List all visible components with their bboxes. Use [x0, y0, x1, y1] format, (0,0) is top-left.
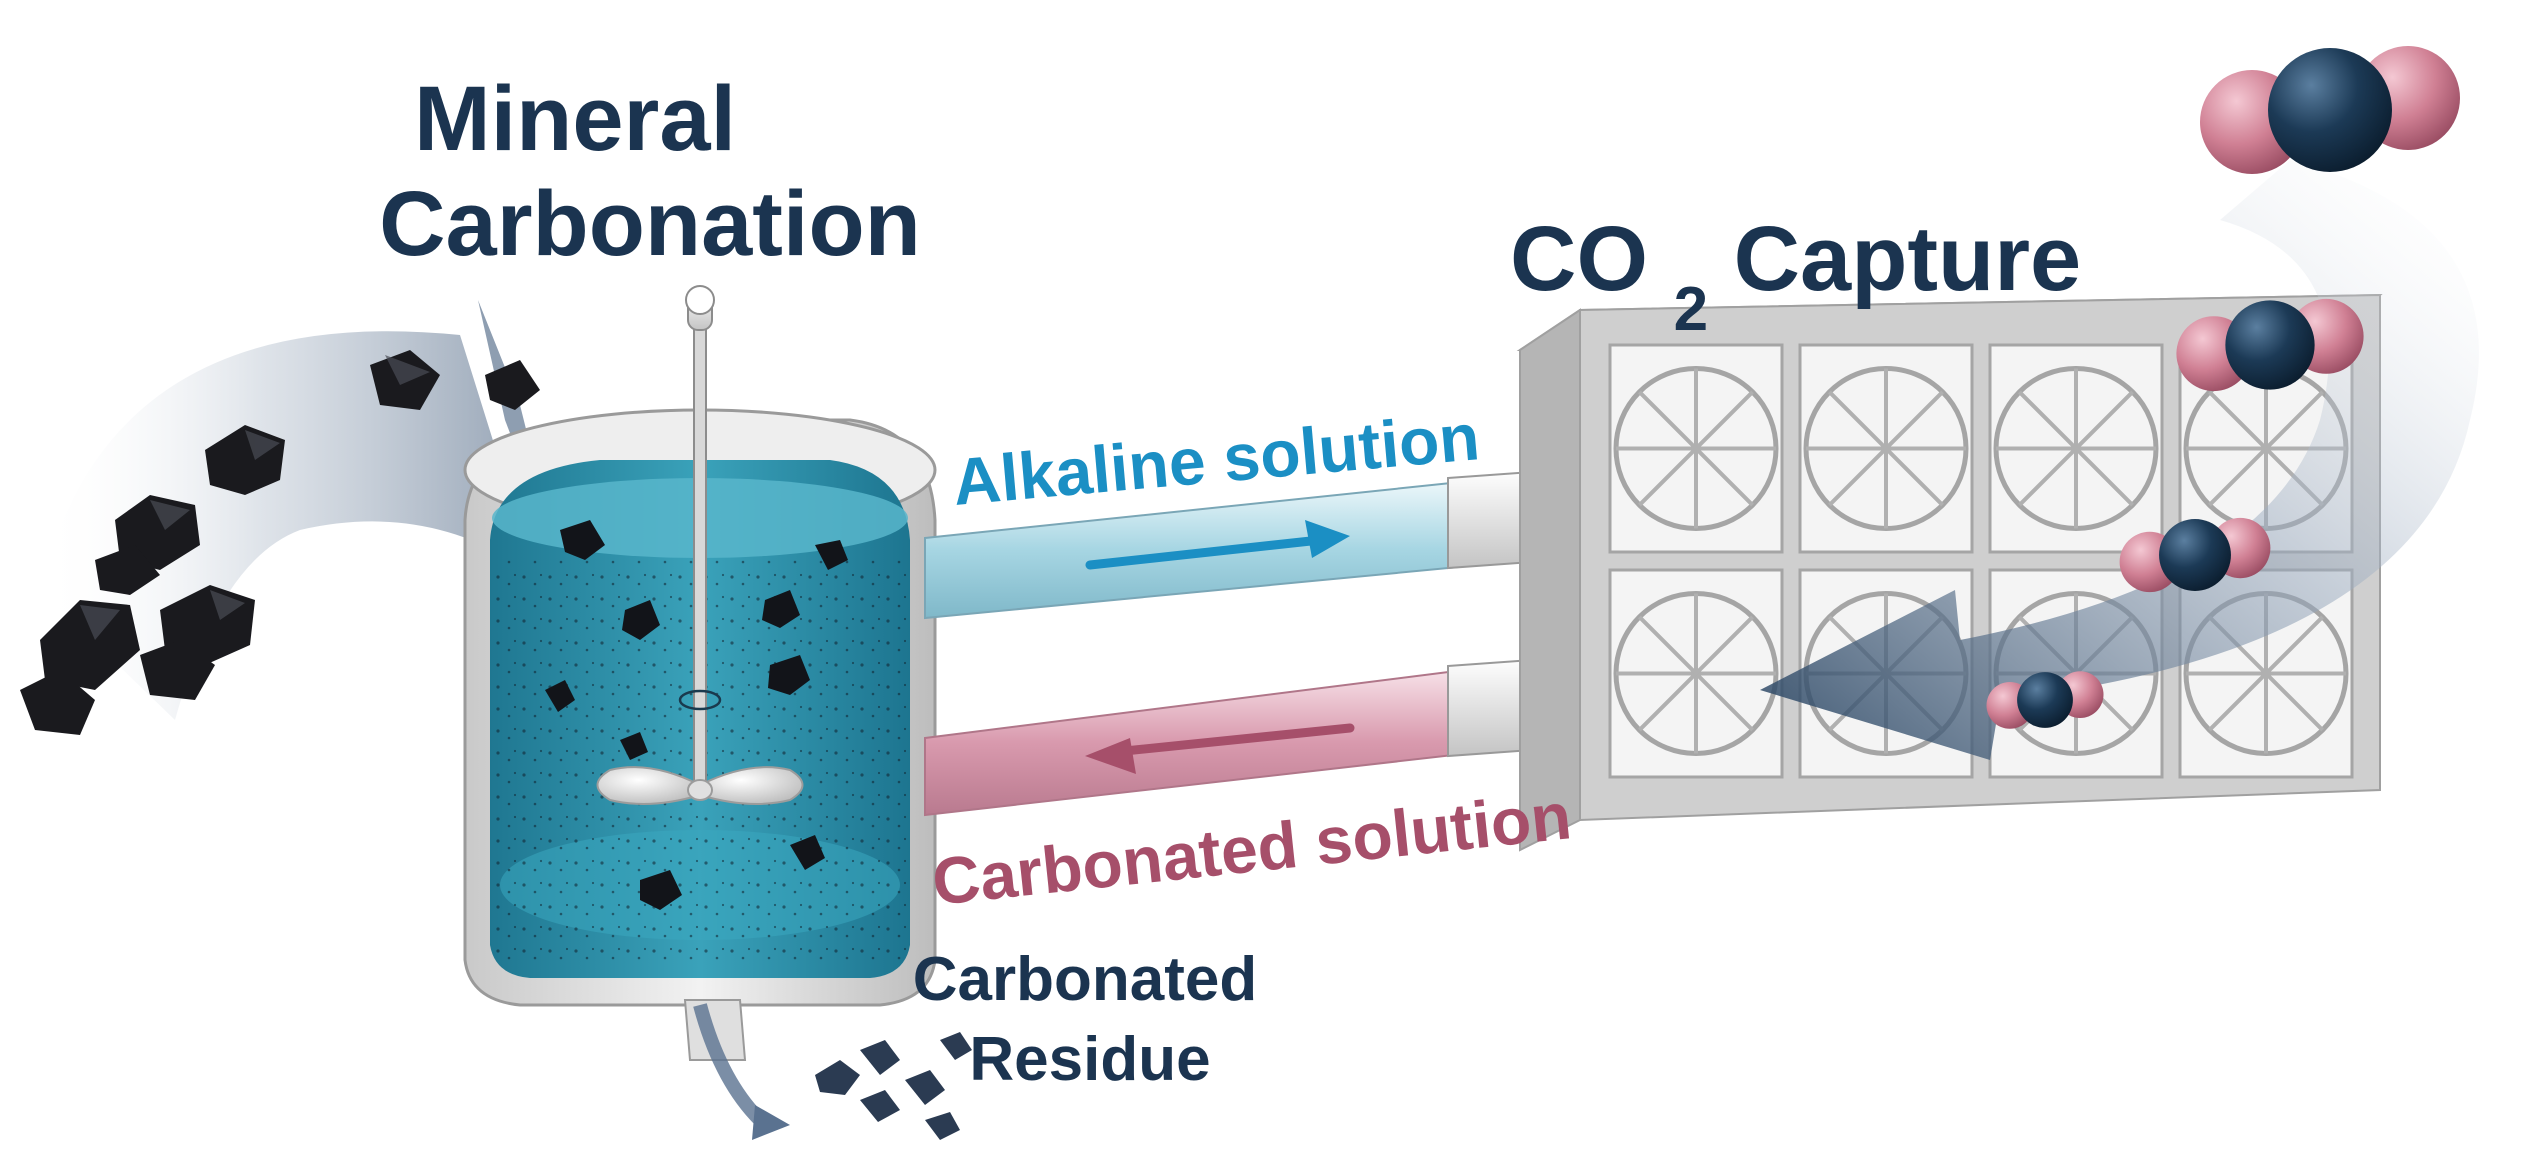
co2-molecule-icon	[2200, 46, 2460, 174]
impeller-icon	[596, 285, 804, 805]
carbonated-flow-arrow	[1085, 723, 1355, 774]
contactor-cell	[1608, 568, 1784, 779]
contactor-cell	[1798, 343, 1974, 554]
mineral-title-line2: Carbonation	[379, 173, 921, 275]
mineral-carbonation-title: Mineral Carbonation	[379, 68, 921, 275]
co2-subscript: 2	[1674, 275, 1708, 344]
contactor-cell	[1988, 343, 2164, 554]
co2-stream-arrow	[1760, 160, 2479, 760]
co2-molecule-icon	[2176, 298, 2364, 392]
co2-capture-title: CO 2 Capture	[1510, 208, 2081, 350]
co2-molecule-icon	[2119, 517, 2271, 593]
mineral-title-line1: Mineral	[414, 68, 736, 170]
co2-capture-suffix: Capture	[1734, 208, 2082, 310]
mineral-rock-highlights	[80, 355, 430, 640]
contactor-cell	[1608, 343, 1784, 554]
residue-label-line2: Residue	[969, 1025, 1210, 1094]
residue-outlet-pipe	[683, 999, 790, 1140]
reactor-particles	[545, 520, 848, 910]
alkaline-flow-arrow	[1085, 520, 1350, 570]
co2-prefix: CO	[1510, 208, 1648, 310]
co2-molecules	[1986, 46, 2460, 729]
mineral-rock-icon	[20, 350, 595, 735]
carbonated-residue-icon	[815, 1032, 972, 1140]
carbonated-residue-label: Carbonated Residue	[913, 945, 1257, 1094]
co2-molecule-icon	[1986, 671, 2104, 729]
residue-label-line1: Carbonated	[913, 945, 1257, 1014]
